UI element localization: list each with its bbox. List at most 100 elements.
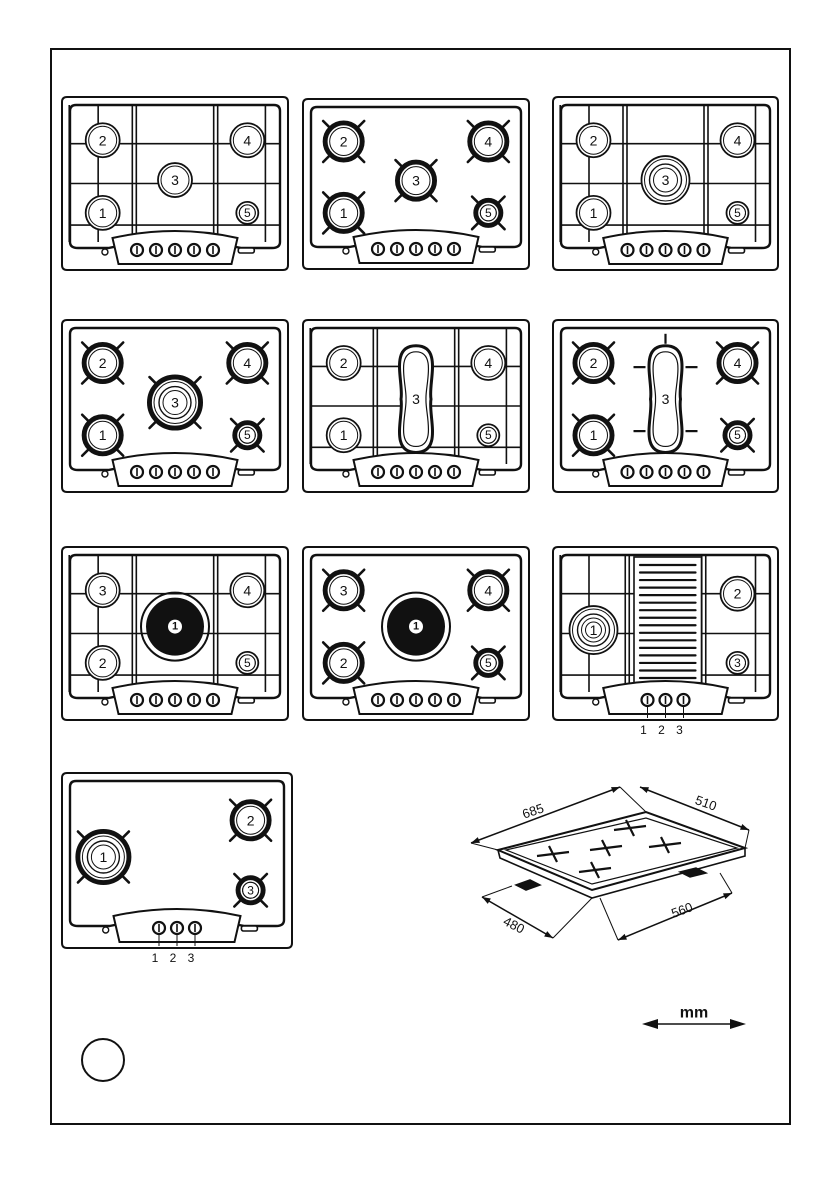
hotplate: 1 [382,593,450,661]
arrowhead [723,893,732,899]
burner-number: 4 [734,132,742,148]
arrowhead [730,1019,746,1029]
dimension-value: 560 [669,899,695,921]
knob-number: 1 [640,723,647,737]
dimension-value: 480 [501,913,527,936]
burner: 2 [323,121,364,162]
burner: 3 [86,573,120,607]
burner-number: 4 [484,134,492,150]
arrowhead [471,837,480,843]
burner: 2 [230,800,271,841]
knob-number: 2 [170,951,177,965]
arrowhead [642,1019,658,1029]
burner-number: 2 [247,812,255,828]
burner-number: 1 [100,849,108,865]
burner-number: 3 [662,391,670,407]
burner: 5 [236,202,258,224]
burner-number: 5 [485,428,492,442]
arrowhead [611,787,620,793]
control-panel [354,230,479,263]
burner: 2 [721,577,755,611]
burner: 1 [327,418,361,452]
burner: 1 [323,192,364,233]
burner: 5 [721,419,754,452]
burner-number: 4 [734,355,742,371]
brand-badge [238,248,254,253]
arrowhead [482,897,491,904]
brand-badge [729,248,745,253]
igniter-button [343,699,349,705]
knob-number: 3 [188,951,195,965]
igniter-button [593,249,599,255]
burner-number: 3 [171,172,179,188]
burner-number: 2 [340,655,348,671]
brand-badge [729,698,745,703]
burner-number: 5 [244,428,251,442]
burner: 3 [642,156,690,204]
burner: 2 [86,646,120,680]
brand-badge [238,698,254,703]
burner-number: 1 [590,622,598,638]
burner-cross [537,846,569,862]
burner-cross [614,820,646,836]
burner-number: 3 [662,172,670,188]
burner: 3 [234,874,267,907]
burner-number: 2 [99,132,107,148]
igniter-button [593,699,599,705]
burner-number: 5 [485,206,492,220]
burner-cross [590,840,622,856]
burner-number: 3 [734,656,741,670]
control-panel [113,681,238,714]
control-panel [603,453,728,486]
burner: 1 [82,415,123,456]
burner: 2 [577,123,611,157]
control-panel [354,453,479,486]
burner-number: 3 [412,173,420,189]
burner: 4 [471,346,505,380]
burner-number: 1 [99,427,107,443]
burner-number: 3 [247,883,254,897]
burner: 4 [230,573,264,607]
dimension-value: 685 [520,800,545,821]
burner-number: 5 [244,656,251,670]
dimension-line [471,787,620,843]
burner-number: 3 [412,391,420,407]
burner-number: 5 [244,206,251,220]
burner-number: 4 [243,355,251,371]
control-panel [113,231,238,264]
hob-illustration: 2 1 3 4 5 [62,320,288,492]
burner-number: 1 [172,621,178,633]
burner-number: 4 [484,582,492,598]
burner-number: 4 [243,132,251,148]
burner: 3 [400,346,433,453]
burner-number: 1 [590,427,598,443]
brand-badge [479,698,495,703]
igniter-button [102,471,108,477]
control-panel [113,453,238,486]
igniter-button [343,248,349,254]
burner-number: 2 [340,355,348,371]
burner-number: 4 [484,355,492,371]
burner-number: 2 [340,134,348,150]
arrowhead [544,931,553,938]
burner-number: 2 [99,355,107,371]
brand-badge [241,926,257,931]
burner-number: 3 [340,582,348,598]
arrowhead [640,787,649,793]
igniter-button [343,471,349,477]
brand-badge [238,470,254,475]
knob-number: 2 [658,723,665,737]
burner: 3 [395,160,436,201]
hob-illustration: 3 2 1 4 5 [62,547,288,720]
hob-illustration: 2 1 3 4 5 [303,99,529,269]
griddle-plate [634,557,702,684]
igniter-button [102,699,108,705]
burner: 3 [323,570,364,611]
arrowhead [618,934,627,940]
burner: 3 [634,334,698,465]
dimension-line [640,787,749,830]
burner: 3 [149,377,201,429]
